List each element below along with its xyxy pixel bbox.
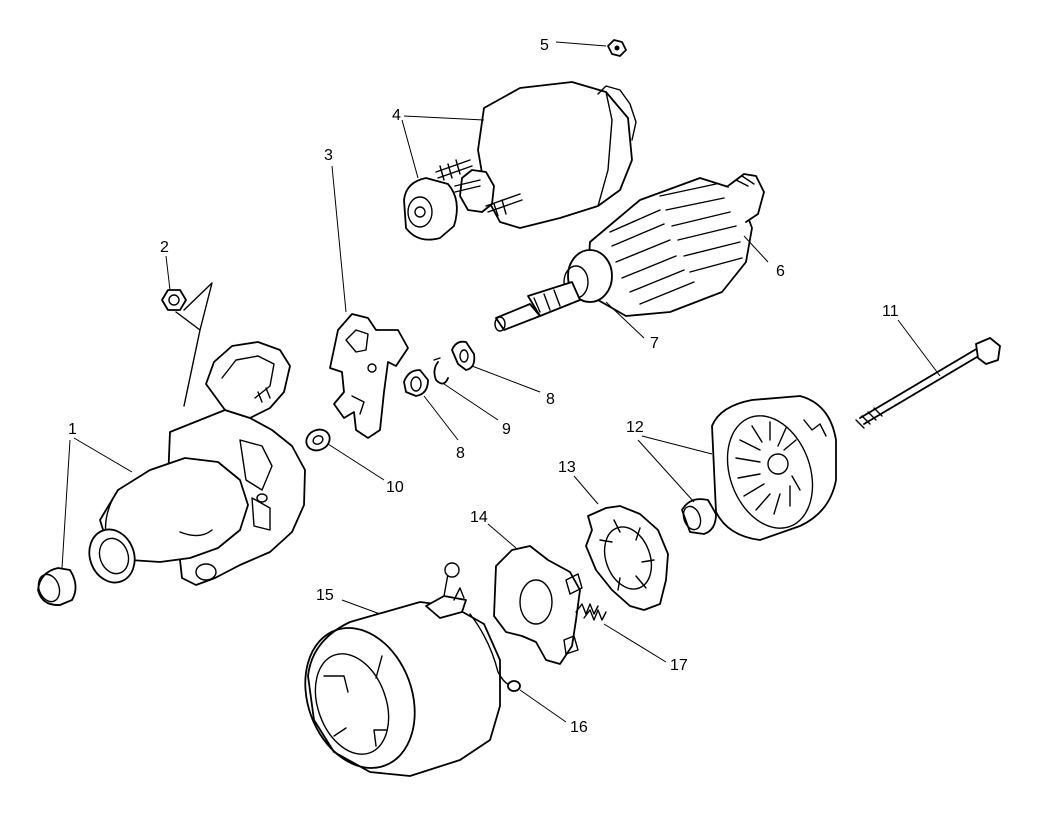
drive-lever [329,313,409,439]
terminal-nut [607,39,627,57]
commutator-end-frame [711,395,837,541]
callout-6: 6 [776,263,785,280]
snap-ring [433,357,449,385]
through-bolt [855,337,1001,429]
callout-17: 17 [670,657,688,674]
brush-springs [575,603,607,621]
stop-ring-upper [451,340,476,371]
front-bushing [37,567,77,606]
callout-14: 14 [470,509,488,526]
housing-nut [161,289,187,311]
yoke-assembly [304,562,513,777]
callout-3: 3 [324,147,333,164]
callout-16: 16 [570,719,588,736]
callout-4: 4 [392,107,401,124]
stop-ring-lower [403,369,429,397]
grommet [507,680,521,692]
callout-15: 15 [316,587,334,604]
callout-13: 13 [558,459,576,476]
plunger-boot [403,177,458,241]
magnetic-switch [435,81,637,229]
callout-5: 5 [540,37,549,54]
armature [494,173,765,332]
brush-holder [493,545,583,665]
leader-lines [61,41,941,723]
callout-1: 1 [68,421,77,438]
callout-8-upper: 8 [546,391,555,408]
callout-12: 12 [626,419,644,436]
callout-8-lower: 8 [456,445,465,462]
end-bushing [681,498,717,535]
callout-11: 11 [882,303,899,320]
callout-9: 9 [502,421,511,438]
washer [305,428,331,452]
drive-housing [88,282,306,586]
brush-plate [585,505,669,611]
callout-7: 7 [650,335,659,352]
callout-labels: 1 2 3 4 5 6 7 8 8 9 10 11 12 13 14 15 16… [68,37,899,736]
callout-10: 10 [386,479,404,496]
callout-2: 2 [160,239,169,256]
